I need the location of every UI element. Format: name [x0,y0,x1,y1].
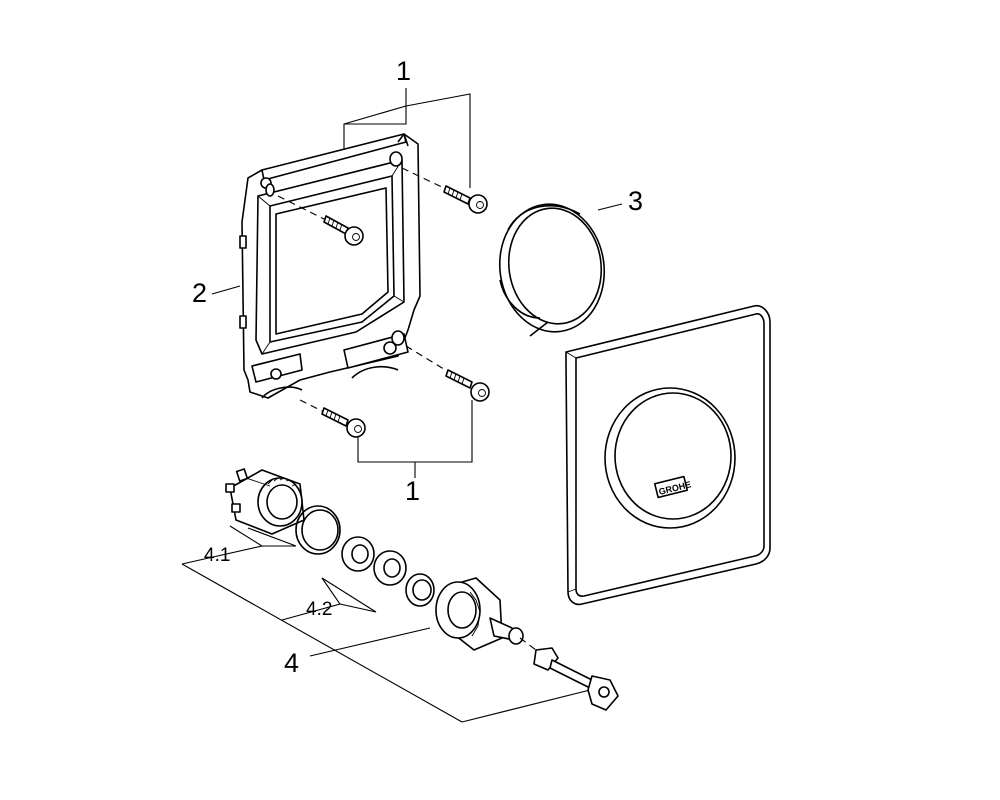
callout-1-bottom: 1 [357,400,473,506]
decorative-ring [498,203,606,337]
callout-label-2: 2 [192,278,207,308]
callout-3: 3 [597,186,643,216]
screw-top-left [277,195,364,246]
seal-washer-1 [341,536,375,572]
mounting-frame [239,133,421,399]
o-ring-large [295,505,341,555]
seal-washer-3 [405,573,435,607]
callout-label-4-1: 4.1 [204,545,230,566]
callout-1-top: 1 [343,56,471,230]
callout-4-group: 4.1 4.2 4 [181,525,591,723]
screw-top-right [401,167,488,214]
screw-bottom-right [405,345,490,402]
callout-label-1-bottom: 1 [405,476,420,506]
seal-washer-2 [373,550,407,586]
callout-label-1-top: 1 [396,56,411,86]
callout-label-4: 4 [284,648,299,678]
callout-2: 2 [192,278,241,308]
valve-cartridge [435,577,524,651]
valve-housing [225,468,305,535]
cover-plate: GROHE [565,304,771,606]
callout-label-3: 3 [628,186,643,216]
valve-spindle [519,637,619,711]
screw-bottom-left [299,399,366,438]
